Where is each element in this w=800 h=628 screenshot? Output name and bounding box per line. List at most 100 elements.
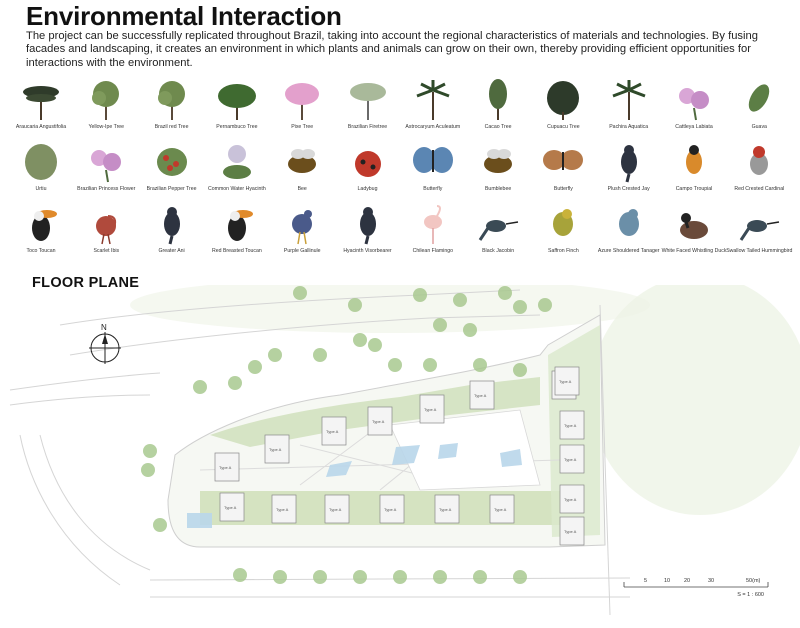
- species-label: Purple Gallinule: [283, 248, 321, 254]
- plan-tree: [313, 570, 327, 584]
- ladybug-icon: [337, 140, 399, 184]
- plan-tree: [413, 288, 427, 302]
- species-item: Brazilian Firetree: [337, 78, 399, 138]
- cupuacu-tree-icon: [532, 78, 594, 122]
- scale-tick-label: 5: [644, 578, 648, 584]
- unit-type-label: Type A: [564, 423, 577, 428]
- species-label: Red Breasted Toucan: [211, 248, 262, 254]
- species-item: Greater Ani: [141, 202, 203, 262]
- species-label: Chilean Flamingo: [412, 248, 453, 254]
- species-label: Swallow Tailed Hummingbird: [726, 248, 793, 254]
- species-item: Yellow-Ipe Tree: [75, 78, 137, 138]
- species-item: Saffron Finch: [532, 202, 594, 262]
- unit-type-label: Type A: [224, 505, 237, 510]
- unit-type-label: Type A: [384, 507, 397, 512]
- scarlet-ibis-icon: [75, 202, 137, 246]
- species-item: Pernambuco Tree: [206, 78, 268, 138]
- guava-leaf-icon: [728, 78, 790, 122]
- pepper-tree-icon: [141, 140, 203, 184]
- plan-tree: [393, 570, 407, 584]
- building-unit: Type A: [554, 366, 580, 396]
- species-item: Swallow Tailed Hummingbird: [726, 202, 792, 262]
- building-unit: Type A: [559, 444, 585, 474]
- campo-troupial-icon: [663, 140, 725, 184]
- building-unit: Type A: [321, 416, 347, 446]
- unit-type-label: Type A: [494, 507, 507, 512]
- species-label: Bee: [297, 186, 307, 192]
- species-label: Hyacinth Visorbearer: [343, 248, 392, 254]
- butterfly-icon: [532, 140, 594, 184]
- north-label: N: [101, 323, 107, 332]
- building-unit: Type A: [419, 394, 445, 424]
- species-item: Red Breasted Toucan: [206, 202, 268, 262]
- building-unit: Type A: [324, 494, 350, 524]
- building-unit: Type A: [214, 452, 240, 482]
- species-item: Brazilian Pepper Tree: [141, 140, 203, 200]
- plan-tree: [353, 570, 367, 584]
- water-hyacinth-icon: [206, 140, 268, 184]
- plan-tree: [473, 358, 487, 372]
- species-item: Black Jacobin: [467, 202, 529, 262]
- unit-type-label: Type A: [326, 429, 339, 434]
- blue-butterfly-icon: [402, 140, 464, 184]
- north-arrow: N: [89, 323, 121, 364]
- species-item: Pixe Tree: [271, 78, 333, 138]
- species-item: Cupuacu Tree: [532, 78, 594, 138]
- species-label: Scarlet Ibis: [93, 248, 120, 254]
- plan-tree: [538, 298, 552, 312]
- unit-type-label: Type A: [219, 465, 232, 470]
- species-label: Cupuacu Tree: [547, 124, 580, 130]
- species-label: Butterfly: [553, 186, 573, 192]
- species-label: Red Crested Cardinal: [734, 186, 785, 192]
- species-item: Red Crested Cardinal: [728, 140, 790, 200]
- species-item: Butterfly: [532, 140, 594, 200]
- species-item: Cattleya Labiata: [663, 78, 725, 138]
- species-item: Toco Toucan: [10, 202, 72, 262]
- building-unit: Type A: [469, 380, 495, 410]
- plan-tree: [153, 518, 167, 532]
- species-label: Saffron Finch: [548, 248, 579, 254]
- bumblebee-icon: [467, 140, 529, 184]
- building-unit: Type A: [271, 494, 297, 524]
- plan-tree: [473, 570, 487, 584]
- plan-tree: [453, 293, 467, 307]
- black-jacobin-icon: [467, 202, 529, 246]
- plan-tree: [433, 570, 447, 584]
- chilean-flamingo-icon: [402, 202, 464, 246]
- plan-tree: [348, 298, 362, 312]
- species-label: Astrocaryum Aculeatum: [405, 124, 461, 130]
- building-unit: Type A: [559, 516, 585, 546]
- species-item: Guava: [728, 78, 790, 138]
- species-label: Plush Crested Jay: [607, 186, 650, 192]
- unit-type-label: Type A: [564, 497, 577, 502]
- scale-tick-label: 20: [684, 578, 691, 584]
- plan-tree: [313, 348, 327, 362]
- plan-tree: [143, 444, 157, 458]
- plan-tree: [353, 333, 367, 347]
- whistling-duck-icon: [663, 202, 725, 246]
- pachira-aquatica-icon: [598, 78, 660, 122]
- plan-tree: [368, 338, 382, 352]
- roads: [9, 289, 631, 616]
- species-label: Black Jacobin: [482, 248, 515, 254]
- species-item: Campo Troupial: [663, 140, 725, 200]
- species-label: Brazilian Pepper Tree: [146, 186, 197, 192]
- species-label: Guava: [751, 124, 767, 130]
- page-title: Environmental Interaction: [26, 1, 342, 31]
- species-item: White Faced Whistling Duck: [662, 202, 726, 262]
- hyacinth-visorbearer-icon: [337, 202, 399, 246]
- plan-tree: [513, 363, 527, 377]
- species-item: Bumblebee: [467, 140, 529, 200]
- species-item: Chilean Flamingo: [402, 202, 464, 262]
- species-label: Brazilian Princess Flower: [77, 186, 136, 192]
- species-label: Ladybug: [357, 186, 378, 192]
- pernambuco-tree-icon: [206, 78, 268, 122]
- building-unit: Type A: [379, 494, 405, 524]
- araucaria-tree-icon: [10, 78, 72, 122]
- species-item: Brazil red Tree: [141, 78, 203, 138]
- building-unit: Type A: [264, 434, 290, 464]
- species-item: Azure Shouldered Tanager: [598, 202, 660, 262]
- species-label: Pernambuco Tree: [216, 124, 258, 130]
- brazil-red-tree-icon: [141, 78, 203, 122]
